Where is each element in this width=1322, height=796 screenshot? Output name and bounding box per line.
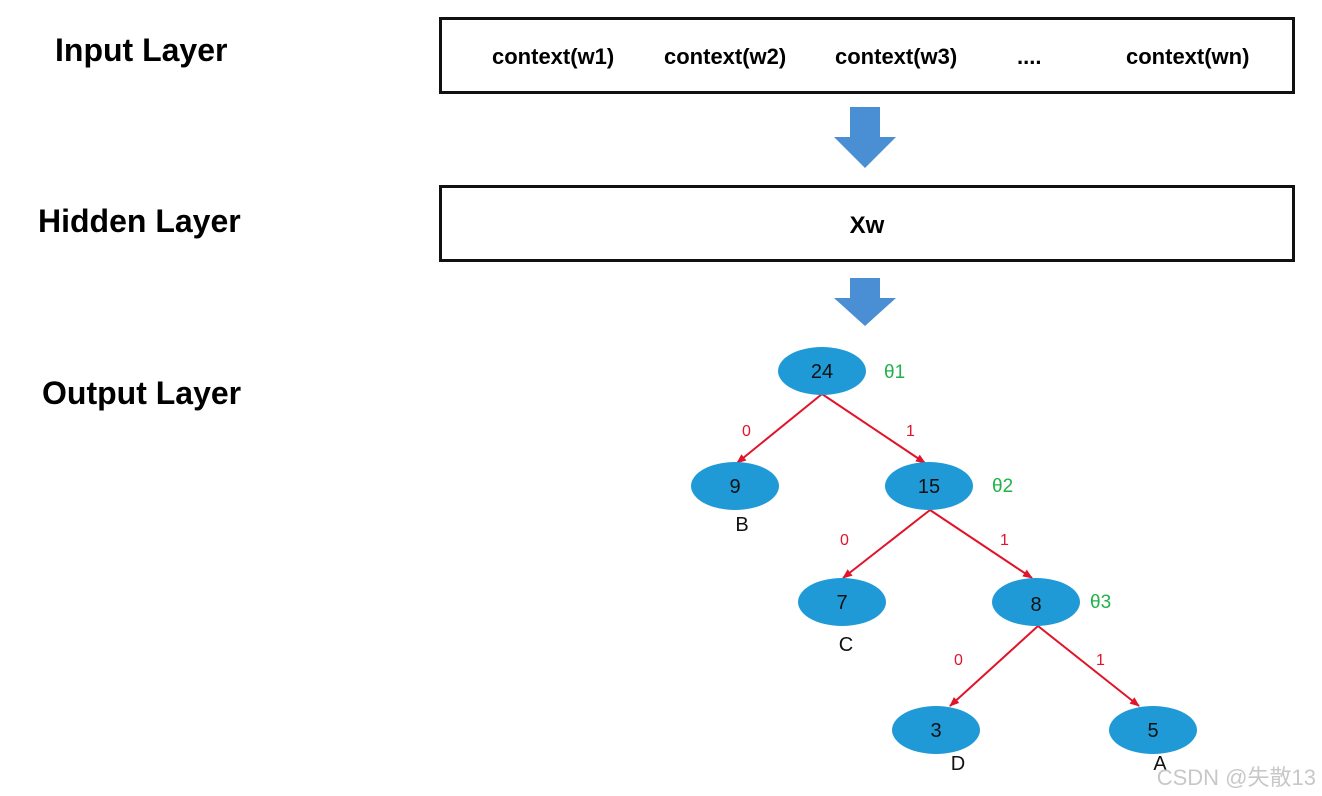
edge-n8-right	[1037, 625, 1140, 707]
edge-label-n8-right: 1	[1096, 652, 1105, 669]
hidden-layer-label: Hidden Layer	[38, 203, 241, 239]
watermark: CSDN @失散13	[1156, 765, 1316, 790]
context-ellipsis: ....	[1017, 44, 1042, 69]
tree-node-5: 5	[1109, 706, 1197, 754]
edge-root-left	[736, 393, 823, 464]
theta-label-1: θ1	[884, 362, 905, 383]
down-arrow-hidden-to-output	[834, 278, 896, 326]
edge-n8-left	[949, 625, 1039, 707]
tree-node-3: 3	[892, 706, 980, 754]
theta-label-3: θ3	[1090, 592, 1111, 613]
edge-label-n15-right: 1	[1000, 532, 1009, 549]
node-value-root: 24	[811, 361, 833, 383]
node-value-5: 5	[1147, 720, 1158, 742]
hidden-layer-box: Xw	[439, 185, 1295, 262]
tree-node-8: 8	[992, 578, 1080, 626]
node-value-3: 3	[930, 720, 941, 742]
output-layer-label: Output Layer	[42, 375, 242, 411]
tree-node-root: 24	[778, 347, 866, 395]
theta-label-2: θ2	[992, 476, 1013, 497]
context-wn: context(wn)	[1126, 44, 1250, 69]
leaf-label-d: D	[951, 753, 965, 775]
context-w1: context(w1)	[492, 44, 615, 69]
input-layer-box: context(w1) context(w2) context(w3) ....…	[439, 17, 1295, 94]
edge-n15-right	[929, 509, 1033, 579]
node-value-8: 8	[1030, 594, 1041, 616]
hidden-vector-xw: Xw	[849, 212, 885, 239]
edge-label-root-left: 0	[742, 423, 751, 440]
input-layer-label: Input Layer	[55, 32, 228, 68]
node-value-15: 15	[918, 476, 940, 498]
context-w3: context(w3)	[835, 44, 958, 69]
edge-label-n8-left: 0	[954, 652, 963, 669]
edge-root-right	[821, 393, 926, 464]
node-value-9: 9	[729, 476, 740, 498]
edge-label-n15-left: 0	[840, 532, 849, 549]
context-w2: context(w2)	[664, 44, 787, 69]
leaf-label-a: A	[1153, 753, 1167, 775]
leaf-label-c: C	[839, 634, 853, 656]
down-arrow-input-to-hidden	[834, 107, 896, 168]
tree-node-9: 9	[691, 462, 779, 510]
leaf-label-b: B	[735, 514, 748, 536]
tree-node-15: 15	[885, 462, 973, 510]
node-value-7: 7	[836, 592, 847, 614]
edge-n15-left	[842, 509, 931, 579]
tree-node-7: 7	[798, 578, 886, 626]
edge-label-root-right: 1	[906, 423, 915, 440]
